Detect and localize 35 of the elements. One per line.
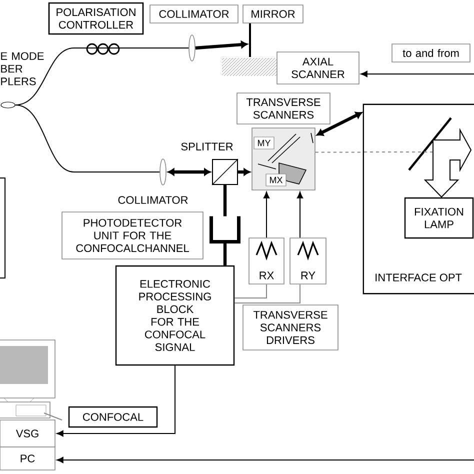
arrow — [360, 70, 474, 78]
arrow — [296, 192, 304, 238]
label-box: TRANSVERSE SCANNERS — [236, 92, 330, 124]
scanner-box: AXIAL SCANNER — [276, 52, 360, 84]
controller-box: POLARISATION CONTROLLER — [48, 2, 144, 35]
computer-unit: VSG — [0, 420, 56, 448]
mirror-label: MY — [254, 136, 274, 150]
label-box: MIRROR — [242, 4, 304, 24]
connector-line — [223, 185, 227, 216]
waveform-box: RY — [290, 238, 326, 284]
label-box: COLLIMATOR — [150, 4, 238, 24]
node-label: SPLITTER — [181, 142, 233, 150]
drivers-box: TRANSVERSE SCANNERS DRIVERS — [242, 304, 338, 350]
arrow — [263, 192, 270, 238]
connector-line — [234, 284, 300, 304]
arrow — [56, 365, 176, 437]
waveform-box: RX — [248, 238, 284, 284]
arrow — [168, 168, 211, 176]
mirror-label: MX — [266, 174, 286, 186]
detector-unit-box: PHOTODETECTOR UNIT FOR THE CONFOCALCHANNEL — [62, 212, 204, 260]
splitter-cube: SPLITTER — [181, 142, 238, 186]
computer-unit: PC — [0, 446, 56, 470]
arrow — [238, 168, 250, 176]
connector-line — [234, 284, 267, 298]
arrow — [316, 112, 362, 136]
detector-symbol — [210, 216, 240, 244]
connector-line — [223, 242, 227, 266]
arrow — [56, 456, 474, 464]
connector-line — [14, 104, 160, 172]
lamp-box: FIXATION LAMP — [404, 197, 474, 239]
label-box: CONFOCAL — [68, 406, 158, 428]
lens-symbol — [188, 34, 196, 62]
arrow — [195, 41, 248, 50]
label-box: to and from — [392, 44, 470, 62]
processing-box: ELECTRONIC PROCESSING BLOCK FOR THE CONFOCAL SIGNAL — [115, 265, 235, 366]
